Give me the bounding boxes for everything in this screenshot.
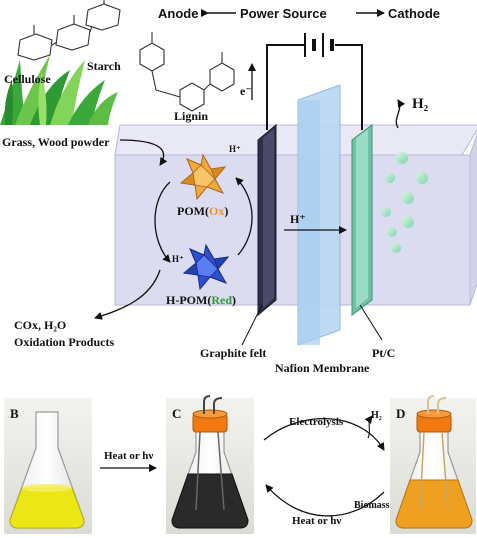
h2-bubble — [391, 243, 401, 253]
panel-d-photo — [390, 395, 476, 534]
ptc-label: Pt/C — [372, 346, 395, 360]
h2-product-label: H₂ — [412, 96, 429, 112]
cellulose-starch-structures — [17, 0, 121, 61]
h2-bubble — [402, 216, 414, 228]
feedstock-label: Grass, Wood powder — [2, 135, 110, 149]
d-to-c-arrow — [265, 484, 385, 517]
heat-or-light-label-2: Heat or hν — [292, 515, 341, 527]
proton-uptake-label: H⁺ — [172, 254, 184, 264]
reduction-arrow — [154, 181, 171, 263]
h2-release-label: H₂ — [371, 410, 382, 421]
tank-top-face — [114, 124, 477, 156]
pom-ox-label: POM(Ox) — [177, 204, 228, 218]
electrolysis-label: Electrolysis — [289, 416, 344, 428]
graphite-felt-leader — [241, 304, 263, 346]
heat-or-light-label-1: Heat or hν — [104, 450, 153, 462]
h2-bubble — [387, 227, 397, 237]
h2-bubble — [385, 173, 395, 183]
proton-transfer-label: H⁺ — [290, 212, 306, 226]
h2-bubble — [416, 172, 428, 184]
grass-illustration — [0, 55, 118, 125]
electron-label: e⁻ — [240, 84, 252, 98]
ptc-leader — [359, 304, 383, 341]
tank-side-face — [469, 132, 477, 306]
panel-b-tag: B — [10, 406, 19, 421]
power-source-title: Power Source — [240, 6, 327, 21]
pom-red-cluster — [182, 243, 230, 291]
biomass-feed-arrow — [119, 139, 168, 166]
anode-label: Anode — [158, 6, 198, 21]
panel-c-photo — [166, 395, 254, 534]
starch-label: Starch — [87, 59, 121, 73]
h2-bubbles — [381, 152, 428, 253]
cellulose-label: Cellulose — [4, 72, 51, 86]
oxidation-products-formula: COx, H₂O — [14, 318, 66, 332]
battery-icon — [304, 33, 334, 57]
h2-bubble — [402, 192, 414, 204]
lignin-structure — [139, 32, 235, 112]
nafion-membrane-label: Nafion Membrane — [275, 361, 370, 375]
panel-d-tag: D — [396, 406, 405, 421]
h2-bubble — [381, 207, 391, 217]
cathode-label: Cathode — [388, 6, 440, 21]
lignin-label: Lignin — [174, 109, 208, 123]
h2-output-arrow — [395, 99, 406, 129]
panel-c-tag: C — [172, 406, 181, 421]
proton-release-label: H⁺ — [229, 144, 241, 154]
nafion-membrane — [297, 84, 341, 346]
oxidation-products-arrow — [94, 269, 161, 320]
h2-bubble — [396, 152, 408, 164]
c-to-d-arrow — [263, 417, 385, 451]
oxidation-products-label: Oxidation Products — [14, 335, 114, 349]
ptc-electrode — [351, 124, 373, 316]
power-wires — [266, 44, 363, 130]
graphite-felt-electrode — [257, 123, 277, 317]
oxidation-arrow — [235, 177, 253, 256]
pom-ox-cluster — [179, 153, 227, 201]
h2-release-arrow — [364, 415, 373, 439]
pom-cycle — [154, 177, 253, 263]
pom-red-label: H-POM(Red) — [166, 293, 236, 307]
graphite-felt-label: Graphite felt — [200, 346, 266, 360]
biomass-input-label: Biomass — [354, 500, 390, 511]
panel-b-photo — [4, 398, 92, 534]
